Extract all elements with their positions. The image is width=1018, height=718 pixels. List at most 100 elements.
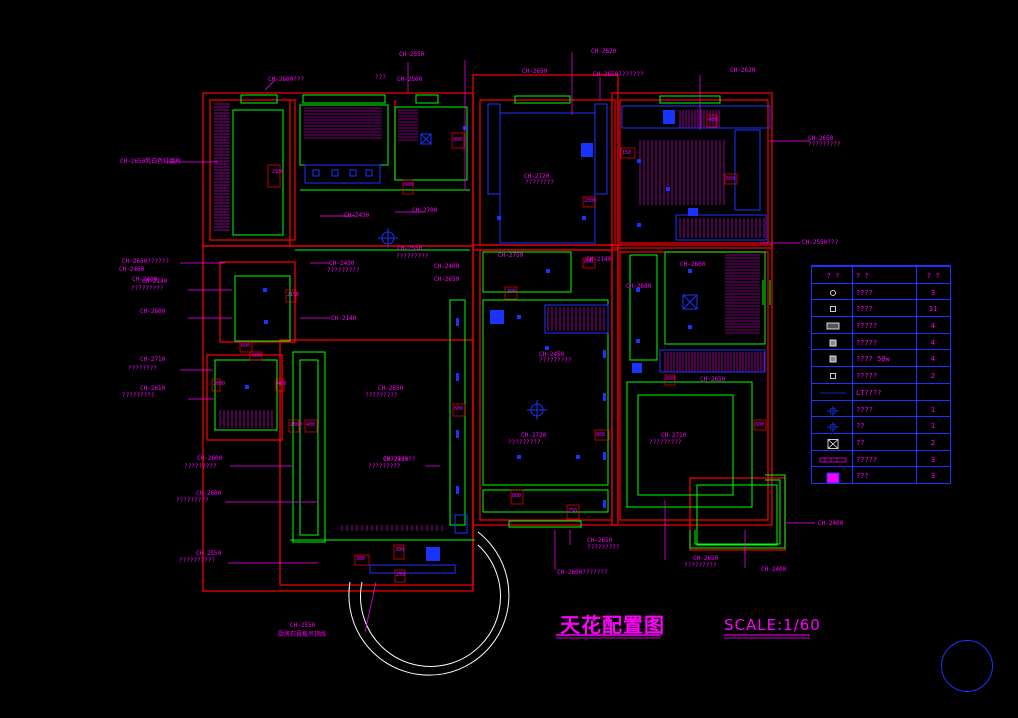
annotation-label: CH-2710 xyxy=(661,432,687,439)
dimension-label: 250 xyxy=(396,572,406,578)
legend-cell xyxy=(816,422,850,434)
dimension-label: 800 xyxy=(596,432,606,438)
annotation-label: CH-2700 xyxy=(412,207,438,214)
ceiling-outlines xyxy=(214,94,778,546)
legend-symbol-icon xyxy=(830,306,836,313)
legend-cell: 4 xyxy=(930,355,936,364)
annotation-label: CH-2650 xyxy=(693,555,719,562)
annotation-label: ??? xyxy=(375,74,386,81)
annotation-label: CH-2140 xyxy=(586,256,612,263)
annotation-label: CH-2550 xyxy=(397,245,423,252)
annotation-label: CH-2400 xyxy=(434,263,460,270)
legend-symbol-icon xyxy=(827,439,839,449)
legend-cell: 2 xyxy=(930,438,936,447)
annotation-label: ????????? xyxy=(508,439,541,446)
dimension-label: 2150 xyxy=(287,292,300,298)
legend-cell: ????? xyxy=(856,455,878,464)
annotation-label: ????????? xyxy=(327,267,360,274)
title-underline xyxy=(556,634,810,639)
annotation-label: ????????? xyxy=(176,497,209,504)
legend-cell: ???? xyxy=(856,405,873,414)
annotation-label: CH-2400 xyxy=(132,276,158,283)
annotation-label: CH-2650 xyxy=(378,385,404,392)
dimension-label: 150 xyxy=(622,150,632,156)
annotation-label: CH-2550??? xyxy=(802,239,839,246)
legend-divider xyxy=(916,266,917,483)
annotation-label: CH-2600 xyxy=(626,283,652,290)
dimension-label: 2000 xyxy=(213,381,226,387)
annotation-label: CH-2620 xyxy=(591,48,617,55)
dimension-label: 400 xyxy=(306,422,316,428)
legend-cell: 4 xyxy=(930,338,936,347)
dimension-label: 300 xyxy=(507,289,517,295)
annotation-label: CH-2650乳白色灯盘片 xyxy=(120,158,182,165)
legend-symbol-icon xyxy=(820,392,846,394)
annotation-label: CH-2460 xyxy=(119,266,145,273)
legend-symbol-icon xyxy=(826,472,840,484)
annotation-label: ????????? xyxy=(184,463,217,470)
annotation-label: CH-2710 xyxy=(140,356,166,363)
leader-lines xyxy=(165,52,815,633)
legend-row: LT???? xyxy=(812,382,950,401)
legend-symbol-icon xyxy=(829,339,837,347)
legend-divider xyxy=(852,266,853,483)
annotation-label: CH-2450 xyxy=(344,212,370,219)
dimension-label: 2000 xyxy=(584,198,597,204)
legend-symbol-icon xyxy=(827,405,839,416)
dimension-label: 800 xyxy=(512,493,522,499)
legend-cell xyxy=(816,389,850,399)
legend-cell: ???? xyxy=(856,288,873,297)
annotation-label: CH-2650??????? xyxy=(593,71,644,78)
dimension-label: 600 xyxy=(454,406,464,412)
legend-row: ????1 xyxy=(812,399,950,418)
legend-cell: 3 xyxy=(930,455,936,464)
legend-row: ??1 xyxy=(812,416,950,434)
corner-marker-circle xyxy=(941,640,993,692)
dimension-label: 600 xyxy=(241,343,251,349)
legend-row: ??2 xyxy=(812,432,950,451)
annotation-label: ????????? xyxy=(368,463,401,470)
annotation-label: 厨房石膏板吊顶线 xyxy=(278,631,327,638)
legend-symbol-icon xyxy=(827,422,839,433)
legend-cell: ? ? xyxy=(826,272,840,280)
annotation-label: ????????? xyxy=(808,141,841,148)
annotation-label: CH-2600 xyxy=(680,261,706,268)
annotation-label: CH-2400 xyxy=(761,566,787,573)
dimension-label: 600 xyxy=(666,376,676,382)
legend-cell xyxy=(816,339,850,349)
legend-cell: LT???? xyxy=(856,388,882,397)
legend-cell xyxy=(816,305,850,315)
annotation-label: ???????? xyxy=(525,179,554,186)
legend-table: ? ?? ?? ?????3????31?????4?????4???? 50w… xyxy=(811,265,951,484)
dimension-label: 300 xyxy=(395,547,405,553)
annotation-label: CH-2140 xyxy=(142,278,168,285)
annotation-label: CH-2500 xyxy=(397,76,423,83)
legend-symbol-icon xyxy=(819,457,847,462)
annotation-label: CH-2550 xyxy=(399,51,425,58)
legend-header-row: ? ?? ?? ? xyxy=(812,266,950,284)
legend-cell: ?? xyxy=(856,422,865,431)
legend-cell xyxy=(816,472,850,486)
dimension-label: 2000 xyxy=(290,422,303,428)
annotation-label: ????????? xyxy=(649,439,682,446)
annotation-label: CH-2650 xyxy=(522,68,548,75)
annotation-label: CH-2600??????? xyxy=(557,569,608,576)
dimension-label: 300 xyxy=(356,556,366,562)
annotation-label: ????????? xyxy=(684,562,717,569)
legend-cell xyxy=(816,439,850,451)
annotation-label: ???????? xyxy=(128,365,157,372)
dimension-label: 600 xyxy=(755,422,765,428)
legend-row: ????31 xyxy=(812,299,950,317)
legend-cell: 2 xyxy=(930,372,936,381)
legend-cell xyxy=(816,372,850,382)
annotation-label: ????????? xyxy=(587,544,620,551)
ceiling-hatching xyxy=(214,103,765,531)
dimension-label: 600 xyxy=(404,182,414,188)
annotation-label: CH-2600 xyxy=(197,455,223,462)
legend-cell: ??? xyxy=(856,472,869,481)
legend-cell xyxy=(816,355,850,365)
legend-cell: ? ? xyxy=(926,272,940,280)
annotation-label: CH-2450 xyxy=(383,456,409,463)
legend-row: ?????4 xyxy=(812,332,950,351)
legend-row: ????3 xyxy=(812,282,950,301)
